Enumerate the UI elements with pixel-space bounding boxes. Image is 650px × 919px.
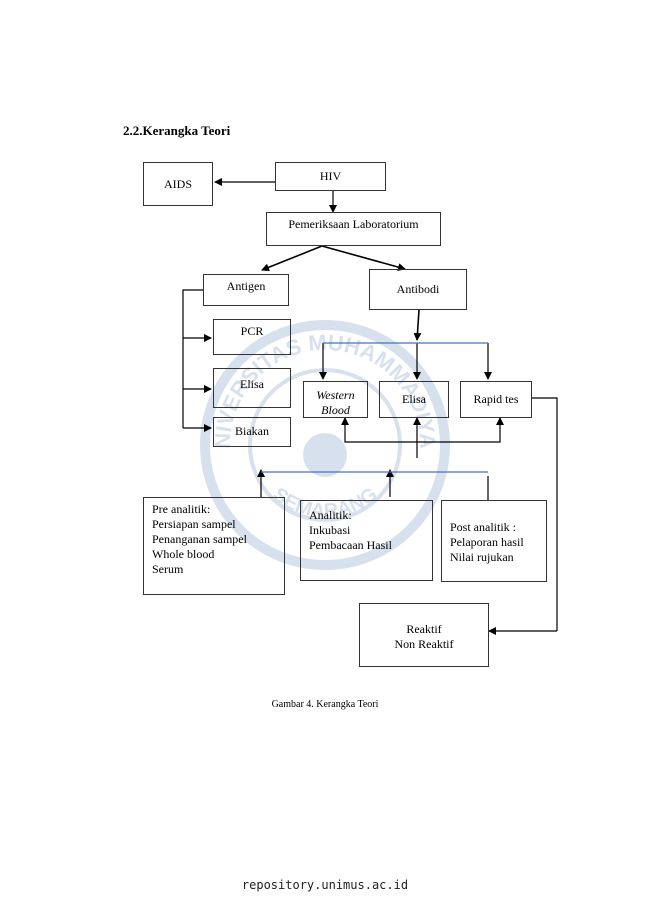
antibodi-box: Antibodi — [369, 269, 467, 310]
rapid-tes-box: Rapid tes — [460, 381, 532, 418]
analitik-line: Pembacaan Hasil — [309, 538, 392, 552]
western-blood-label: Western Blood — [316, 388, 355, 417]
figure-caption: Gambar 4. Kerangka Teori — [271, 699, 379, 710]
university-seal-watermark: UNIVERSITAS MUHAMMADIYAH SEMARANG — [195, 315, 450, 570]
biakan-box: Biakan — [213, 417, 291, 447]
pre-analitik-line: Penanganan sampel — [152, 532, 247, 546]
result-non-reaktif: Non Reaktif — [394, 637, 454, 651]
result-reaktif: Reaktif — [406, 622, 442, 636]
hiv-label: HIV — [319, 169, 342, 183]
hiv-box: HIV — [275, 162, 386, 191]
western-blood-box: Western Blood — [303, 381, 368, 418]
elisa-antigen-box: Elisa — [213, 368, 291, 408]
rapid-tes-label: Rapid tes — [473, 392, 519, 406]
elisa-antigen-label: Elisa — [240, 377, 264, 391]
pre-analitik-box: Pre analitik: Persiapan sampel Penangana… — [143, 497, 285, 595]
antibodi-label: Antibodi — [396, 282, 440, 296]
analitik-box: Analitik: Inkubasi Pembacaan Hasil — [300, 500, 433, 581]
post-analitik-line: Post analitik : — [450, 520, 516, 534]
post-analitik-box: Post analitik : Pelaporan hasil Nilai ru… — [441, 500, 547, 582]
pre-analitik-line: Pre analitik: — [152, 502, 211, 516]
repository-footer: repository.unimus.ac.id — [241, 878, 409, 892]
analitik-line: Analitik: — [309, 508, 352, 522]
biakan-label: Biakan — [235, 424, 269, 438]
elisa-antibodi-box: Elisa — [379, 381, 449, 418]
lab-label: Pemeriksaan Laboratorium — [288, 217, 419, 231]
elisa-antibodi-label: Elisa — [402, 392, 426, 406]
post-analitik-line: Pelaporan hasil — [450, 535, 524, 549]
analitik-line: Inkubasi — [309, 523, 351, 537]
post-analitik-line: Nilai rujukan — [450, 550, 514, 564]
lab-box: Pemeriksaan Laboratorium — [266, 212, 441, 246]
pcr-label: PCR — [240, 324, 264, 338]
result-box: Reaktif Non Reaktif — [359, 603, 489, 667]
pre-analitik-line: Persiapan sampel — [152, 517, 236, 531]
pre-analitik-line: Whole blood — [152, 547, 215, 561]
antigen-label: Antigen — [226, 279, 266, 293]
antigen-box: Antigen — [203, 274, 289, 306]
pre-analitik-line: Serum — [152, 562, 184, 576]
section-heading: 2.2.Kerangka Teori — [123, 123, 231, 138]
pcr-box: PCR — [213, 319, 291, 355]
aids-box: AIDS — [143, 162, 213, 206]
aids-label: AIDS — [163, 176, 192, 191]
